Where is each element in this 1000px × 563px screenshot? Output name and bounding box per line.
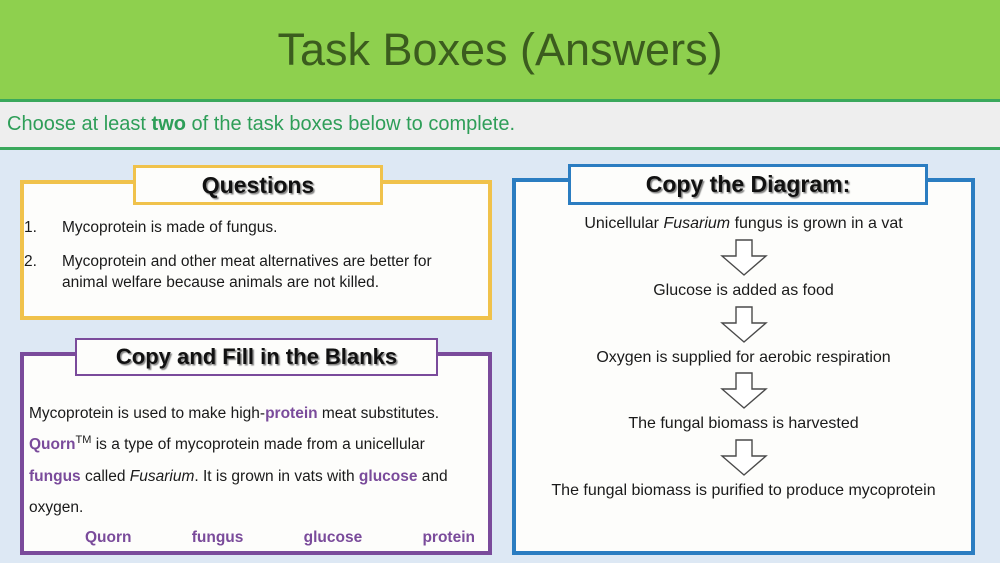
flow-step: Glucose is added as food — [520, 279, 967, 304]
flow-step: The fungal biomass is purified to produc… — [520, 479, 967, 504]
fill-blanks-paragraph: Mycoprotein is used to make high-protein… — [29, 398, 479, 523]
instruction-emphasis: two — [151, 113, 186, 135]
question-number: 2. — [24, 253, 37, 271]
paragraph-part: and oxygen. — [29, 467, 448, 517]
flow-step: The fungal biomass is harvested — [520, 412, 967, 437]
question-text: Mycoprotein is made of fungus. — [62, 219, 278, 236]
word-bank-item: protein — [422, 529, 475, 546]
flow-step-part: The fungal biomass is harvested — [628, 415, 859, 433]
down-arrow-outline-icon — [715, 438, 773, 478]
instruction-prefix: Choose at least — [7, 113, 152, 135]
flow-step: Oxygen is supplied for aerobic respirati… — [520, 346, 967, 371]
flow-step-part: Glucose is added as food — [653, 281, 834, 299]
flow-step-part: Unicellular — [584, 215, 664, 232]
flow-step: Unicellular Fusarium fungus is grown in … — [520, 212, 967, 237]
header-band: Task Boxes (Answers) — [0, 0, 1000, 99]
questions-list: 1. Mycoprotein is made of fungus. 2. Myc… — [24, 218, 479, 307]
instruction-text: Choose at least two of the task boxes be… — [0, 113, 515, 136]
answer-keyword-protein: protein — [265, 405, 318, 422]
flowchart: Unicellular Fusarium fungus is grown in … — [520, 212, 967, 504]
answer-keyword-quorn: Quorn — [29, 436, 76, 454]
word-bank-item: Quorn — [85, 529, 132, 546]
copy-diagram-title: Copy the Diagram: — [645, 171, 851, 197]
paragraph-part: . It is grown in vats with — [194, 467, 359, 485]
down-arrow-outline-icon — [715, 238, 773, 278]
question-number: 1. — [24, 219, 37, 236]
paragraph-part: meat substitutes. — [317, 405, 440, 422]
subtitle-divider — [0, 147, 1000, 150]
header-divider — [0, 99, 1000, 102]
page-title: Task Boxes (Answers) — [277, 24, 723, 75]
flow-step-part: Oxygen is supplied for aerobic respirati… — [596, 348, 891, 366]
word-bank: Quorn fungus glucose protein — [85, 529, 475, 547]
question-text: Mycoprotein and other meat alternatives … — [62, 253, 432, 291]
questions-title-banner: Questions — [133, 165, 383, 205]
down-arrow-outline-icon — [715, 305, 773, 345]
species-name: Fusarium — [129, 467, 195, 485]
trademark-mark: TM — [75, 434, 92, 447]
list-item: 1. Mycoprotein is made of fungus. — [24, 218, 479, 238]
list-item: 2. Mycoprotein and other meat alternativ… — [24, 252, 479, 293]
paragraph-part: called — [80, 467, 130, 485]
copy-diagram-title-banner: Copy the Diagram: — [568, 164, 928, 205]
fill-blanks-title-banner: Copy and Fill in the Blanks — [75, 338, 438, 376]
paragraph-part: is a type of mycoprotein made from a uni… — [91, 436, 425, 454]
answer-keyword-glucose: glucose — [358, 467, 418, 485]
answer-keyword-fungus: fungus — [29, 467, 81, 485]
flow-step-part: The fungal biomass is purified to produc… — [551, 482, 936, 500]
word-bank-item: glucose — [303, 529, 363, 546]
instruction-suffix: of the task boxes below to complete. — [185, 113, 516, 135]
word-bank-item: fungus — [191, 529, 244, 546]
fill-blanks-title: Copy and Fill in the Blanks — [115, 344, 398, 369]
questions-title: Questions — [201, 171, 315, 198]
subtitle-band: Choose at least two of the task boxes be… — [0, 102, 1000, 147]
flow-step-part: fungus is grown in a vat — [730, 215, 903, 232]
paragraph-part: Mycoprotein is used to make high- — [29, 405, 266, 422]
species-name: Fusarium — [663, 215, 731, 232]
down-arrow-outline-icon — [715, 371, 773, 411]
